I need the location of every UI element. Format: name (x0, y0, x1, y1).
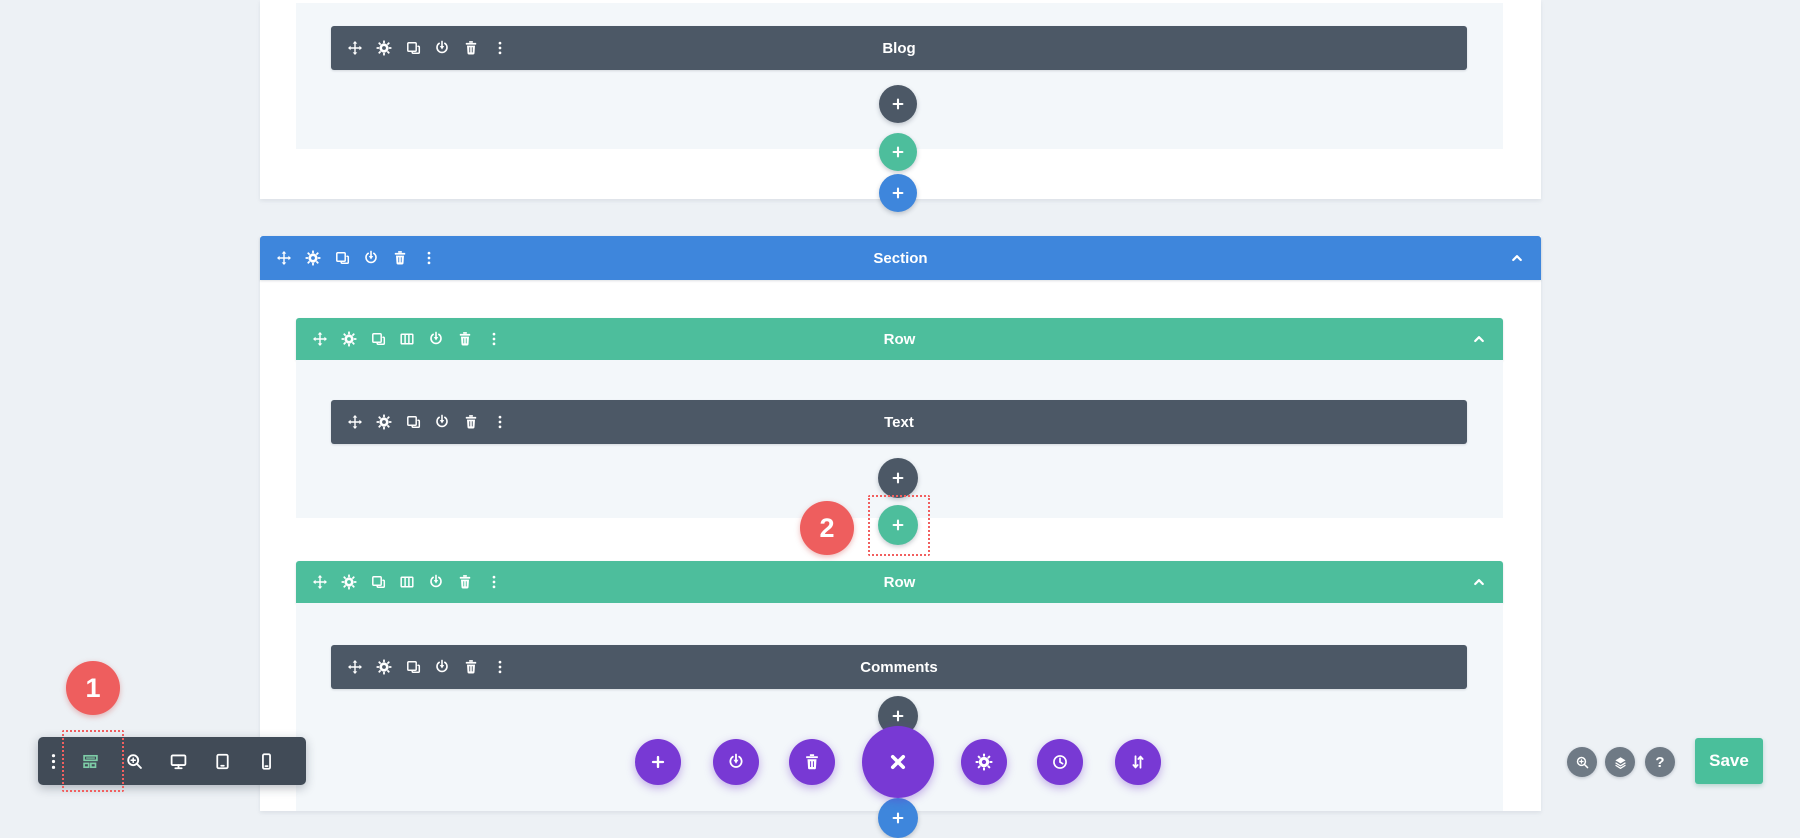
trash-icon[interactable] (463, 414, 479, 430)
row-bar-2[interactable]: Row (296, 561, 1503, 603)
gear-icon (975, 753, 993, 771)
duplicate-icon[interactable] (334, 250, 350, 266)
fab-trash-button[interactable] (789, 739, 835, 785)
more-options-icon[interactable] (492, 414, 508, 430)
step-2-highlight-box (868, 495, 930, 556)
move-icon[interactable] (347, 659, 363, 675)
fab-history-button[interactable] (1037, 739, 1083, 785)
trash-icon[interactable] (392, 250, 408, 266)
more-options-icon[interactable] (486, 331, 502, 347)
insert-section-button[interactable] (879, 174, 917, 212)
chevron-up-icon[interactable] (1471, 574, 1487, 590)
section-bar-actions (276, 250, 437, 266)
move-icon[interactable] (276, 250, 292, 266)
move-icon[interactable] (312, 574, 328, 590)
view-mode-toolbar (38, 737, 306, 785)
search-button[interactable] (1567, 747, 1597, 777)
row-bar-actions (312, 331, 502, 347)
duplicate-icon[interactable] (405, 659, 421, 675)
row-bar-1[interactable]: Row (296, 318, 1503, 360)
step-1-badge: 1 (66, 661, 120, 715)
layers-icon (1613, 755, 1628, 770)
fab-add-button[interactable] (635, 739, 681, 785)
portability-icon[interactable] (363, 250, 379, 266)
phone-view-icon[interactable] (244, 737, 288, 785)
fab-portability-button[interactable] (713, 739, 759, 785)
settings-icon[interactable] (341, 574, 357, 590)
more-options-icon[interactable] (421, 250, 437, 266)
duplicate-icon[interactable] (370, 574, 386, 590)
insert-row-button[interactable] (879, 133, 917, 171)
fab-close-button[interactable] (862, 726, 934, 798)
chevron-up-icon[interactable] (1471, 331, 1487, 347)
close-icon (886, 750, 910, 774)
duplicate-icon[interactable] (405, 414, 421, 430)
portability-icon[interactable] (428, 331, 444, 347)
trash-icon (803, 753, 821, 771)
trash-icon[interactable] (463, 659, 479, 675)
layers-button[interactable] (1605, 747, 1635, 777)
comments-bar-actions (347, 659, 508, 675)
step-2-badge: 2 (800, 501, 854, 555)
portability-icon[interactable] (434, 414, 450, 430)
settings-icon[interactable] (376, 40, 392, 56)
portability-icon[interactable] (434, 659, 450, 675)
plus-icon (890, 470, 906, 486)
search-icon (1575, 755, 1590, 770)
portability-icon (727, 753, 745, 771)
text-bar-actions (347, 414, 508, 430)
columns-icon[interactable] (399, 331, 415, 347)
move-icon[interactable] (347, 40, 363, 56)
trash-icon[interactable] (463, 40, 479, 56)
history-icon (1051, 753, 1069, 771)
plus-icon (890, 96, 906, 112)
plus-icon (890, 185, 906, 201)
columns-icon[interactable] (399, 574, 415, 590)
duplicate-icon[interactable] (405, 40, 421, 56)
module-bar-comments[interactable]: Comments (331, 645, 1467, 689)
swap-icon (1129, 753, 1147, 771)
portability-icon[interactable] (434, 40, 450, 56)
trash-icon[interactable] (457, 331, 473, 347)
row-bar-actions (312, 574, 502, 590)
help-button[interactable]: ? (1645, 747, 1675, 777)
fab-swap-button[interactable] (1115, 739, 1161, 785)
plus-icon (890, 708, 906, 724)
help-icon: ? (1655, 753, 1665, 771)
portability-icon[interactable] (428, 574, 444, 590)
settings-icon[interactable] (376, 659, 392, 675)
plus-icon (890, 810, 906, 826)
section-label: Section (873, 249, 928, 267)
tablet-view-icon[interactable] (200, 737, 244, 785)
desktop-view-icon[interactable] (156, 737, 200, 785)
chevron-up-icon[interactable] (1509, 250, 1525, 266)
module-bar-text[interactable]: Text (331, 400, 1467, 444)
settings-icon[interactable] (376, 414, 392, 430)
plus-icon (649, 753, 667, 771)
settings-icon[interactable] (305, 250, 321, 266)
more-options-icon[interactable] (492, 40, 508, 56)
duplicate-icon[interactable] (370, 331, 386, 347)
more-options-icon[interactable] (492, 659, 508, 675)
settings-icon[interactable] (341, 331, 357, 347)
plus-icon (890, 144, 906, 160)
module-bar-blog[interactable]: Blog (331, 26, 1467, 70)
top-row-area (296, 3, 1503, 149)
insert-section-button[interactable] (878, 798, 918, 838)
trash-icon[interactable] (457, 574, 473, 590)
insert-row-button-highlighted[interactable] (878, 505, 918, 545)
move-icon[interactable] (347, 414, 363, 430)
fab-settings-button[interactable] (961, 739, 1007, 785)
insert-module-button[interactable] (879, 85, 917, 123)
section-bar[interactable]: Section (260, 236, 1541, 280)
more-options-icon[interactable] (486, 574, 502, 590)
move-icon[interactable] (312, 331, 328, 347)
blog-bar-actions (347, 40, 508, 56)
save-button[interactable]: Save (1695, 738, 1763, 784)
step-1-highlight-box (62, 730, 124, 792)
insert-module-button[interactable] (878, 458, 918, 498)
